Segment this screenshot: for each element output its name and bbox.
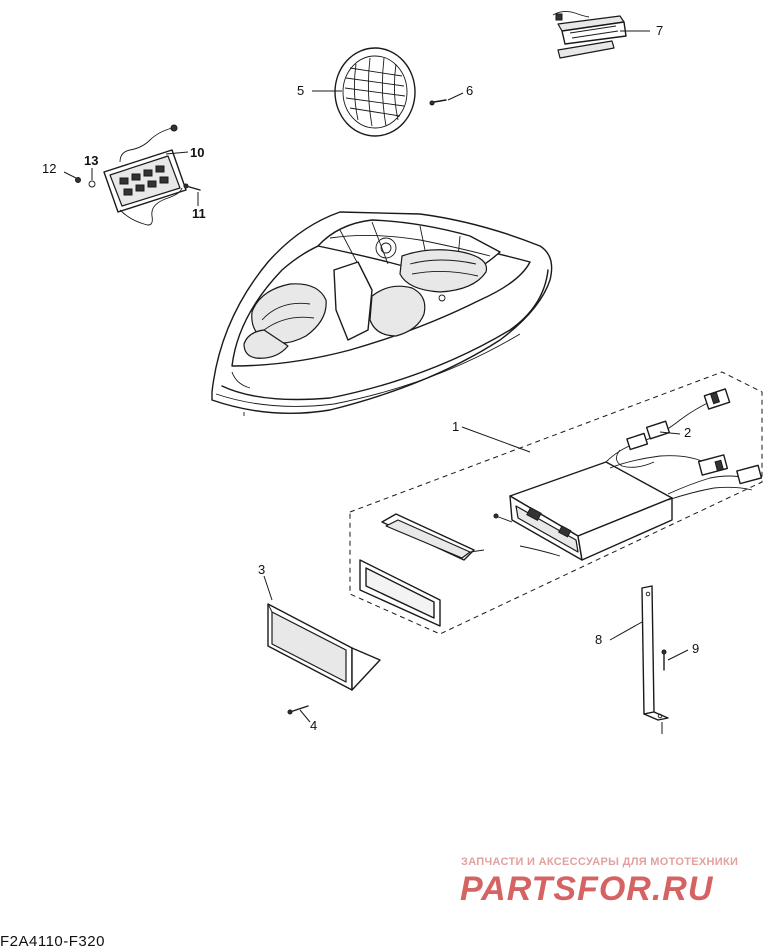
screw-part-4 [287,705,309,715]
diagram-code-label: F2A4110-F320 [0,933,105,950]
callout-7: 7 [656,23,663,38]
callout-5: 5 [297,83,304,98]
screw-part-6 [429,99,447,106]
switch-grid [119,165,169,196]
callout-4: 4 [310,718,317,733]
light-bar-part [552,10,627,59]
watermark-caption: ЗАПЧАСТИ И АКСЕССУАРЫ ДЛЯ МОТОТЕХНИКИ [461,856,739,868]
callout-3: 3 [258,562,265,577]
mounting-sleeve-part [359,513,485,627]
callout-2: 2 [684,425,691,440]
callout-10: 10 [190,145,204,160]
watermark-logo: PARTSFOR.RU [460,870,714,908]
radio-assembly-frame [349,371,763,635]
bracket-part [641,585,669,734]
callout-8: 8 [595,632,602,647]
callout-12: 12 [42,161,56,176]
callout-9: 9 [692,641,699,656]
speaker-part [334,47,416,137]
radio-unit-part [493,461,673,561]
screw-part-9 [661,649,667,671]
callout-13: 13 [84,153,98,168]
callout-1: 1 [452,419,459,434]
wiring-harness-part [605,388,763,501]
callout-11: 11 [192,206,206,221]
callout-6: 6 [466,83,473,98]
trim-cover-part [267,603,381,691]
boat-illustration [211,211,553,416]
switch-panel-part [103,124,187,226]
